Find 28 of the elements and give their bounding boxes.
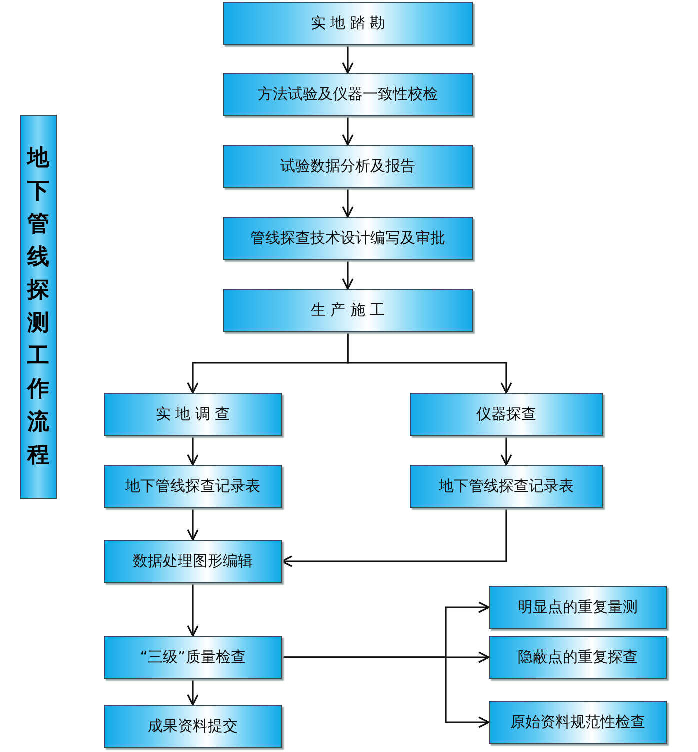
- arrow: [347, 332, 512, 394]
- process-box: 试验数据分析及报告: [223, 145, 473, 188]
- process-box: 生 产 施 工: [223, 289, 473, 332]
- process-box: 地下管线探查记录表: [104, 465, 282, 508]
- process-box: 管线探查技术设计编写及审批: [223, 217, 473, 260]
- arrow: [187, 508, 199, 541]
- process-box: 实 地 踏 勘: [223, 2, 473, 45]
- process-box: 成果资料提交: [104, 705, 282, 748]
- arrow: [282, 656, 490, 728]
- process-box: 明显点的重复量测: [489, 586, 667, 629]
- arrow: [187, 436, 199, 466]
- arrow: [342, 116, 354, 146]
- process-box: “三级”质量检查: [104, 636, 282, 679]
- arrow: [342, 260, 354, 290]
- process-box: 数据处理图形编辑: [104, 540, 282, 583]
- process-box: 原始资料规范性检查: [489, 701, 667, 744]
- process-box: 隐蔽点的重复探查: [489, 636, 667, 679]
- arrow: [281, 508, 508, 568]
- process-box: 地下管线探查记录表: [410, 465, 603, 508]
- process-box: 方法试验及仪器一致性校检: [223, 73, 473, 116]
- arrow: [342, 45, 354, 74]
- arrow: [187, 679, 199, 706]
- process-box: 实 地 调 查: [104, 393, 282, 436]
- title-band: 地下管线探测工作流程: [20, 115, 57, 499]
- arrow: [500, 436, 512, 466]
- arrow: [187, 583, 199, 637]
- process-box: 仪器探查: [410, 393, 603, 436]
- arrow: [342, 188, 354, 218]
